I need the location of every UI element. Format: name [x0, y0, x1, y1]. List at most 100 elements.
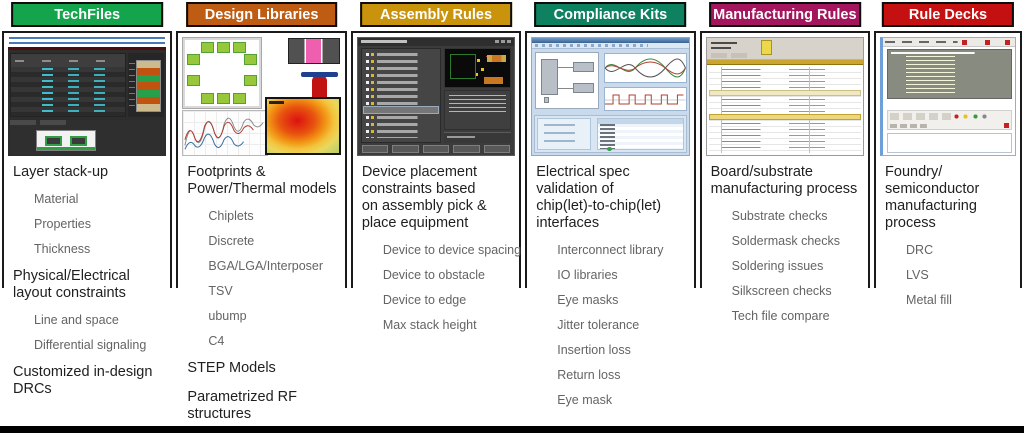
schematic-block: [558, 82, 594, 94]
section-item: ubump: [208, 309, 247, 323]
section-item: Thickness: [34, 242, 91, 256]
section-item: Device to obstacle: [382, 268, 485, 282]
section-item: Soldering issues: [731, 259, 824, 273]
results-panel: [534, 115, 687, 153]
section-item: Eye mask: [557, 393, 613, 407]
report-field: [443, 132, 512, 143]
section-title: Customized in-design DRCs: [13, 364, 153, 397]
section-row: [708, 90, 862, 96]
column-header-techfiles: TechFiles: [11, 2, 164, 27]
waveform-plot: [604, 87, 687, 111]
section-item: Differential signaling: [34, 338, 147, 352]
column-header-manufacturing-rules: Manufacturing Rules: [708, 2, 861, 27]
app-toolbar: [532, 38, 689, 43]
layer-stackup-tool-window: [8, 47, 167, 156]
column-assembly-rules: Assembly Rules: [349, 0, 523, 426]
cross-section-area: [10, 120, 165, 155]
bga-pad: [187, 54, 201, 65]
results-table: [596, 118, 684, 150]
section-item: LVS: [906, 268, 929, 282]
section-item: Return loss: [557, 368, 621, 382]
column-header-design-libraries: Design Libraries: [185, 2, 338, 27]
layer-stripe: [137, 103, 161, 111]
stackup-editor-body: [10, 53, 165, 117]
layer-stripe: [137, 61, 161, 69]
column-text: Device placement constraints based on as…: [362, 161, 522, 343]
section-title: Device placement constraints based on as…: [361, 164, 487, 231]
chip-stack-icon: [287, 38, 340, 64]
bga-pad: [201, 93, 215, 104]
dialog-button: [361, 145, 389, 153]
section-title: Board/substrate manufacturing process: [710, 164, 858, 197]
highlighted-row: [708, 114, 862, 120]
layer-stack-graphic: [136, 60, 162, 112]
column-compliance-kits: Compliance Kits: [523, 0, 697, 426]
stackup-preview-panel: [128, 53, 165, 117]
column-text: Electrical spec validation of chip(let)-…: [536, 161, 696, 418]
column-header-rule-decks: Rule Decks: [881, 2, 1015, 27]
button-toolbar: [887, 110, 1013, 130]
section-title: Electrical spec validation of chip(let)-…: [536, 164, 662, 231]
section-title: Foundry/ semiconductor manufacturing pro…: [885, 164, 980, 231]
section-item: IO libraries: [557, 268, 618, 282]
section-title: Layer stack-up: [13, 164, 109, 180]
section-item: Eye masks: [557, 293, 619, 307]
highlight-band: [706, 60, 864, 65]
dialog-button: [422, 145, 450, 153]
section-title: Parametrized RF structures: [187, 389, 297, 422]
layer-stripe: [137, 82, 161, 90]
schematic-canvas: [535, 52, 600, 109]
section-item: Device to edge: [382, 293, 467, 307]
dialog-button: [392, 145, 419, 153]
section-item: Metal fill: [906, 293, 952, 307]
bottom-divider-bar: [0, 426, 1024, 433]
techfiles-screenshot: [8, 37, 167, 156]
section-title: STEP Models: [187, 360, 276, 376]
column-techfiles: TechFiles: [0, 0, 174, 426]
menu-toolbar: [532, 43, 689, 49]
column-text: Layer stack-up Material Properties Thick…: [13, 161, 173, 400]
cross-section-preview: [36, 130, 96, 151]
section-item: Insertion loss: [557, 343, 631, 357]
section-item: Soldermask checks: [731, 234, 840, 248]
bga-pad: [187, 75, 201, 86]
dialog-body: [360, 48, 512, 143]
section-item: Material: [34, 192, 79, 206]
section-item: Line and space: [34, 313, 119, 327]
layer-stripe: [137, 89, 161, 97]
layer-stripe: [137, 75, 161, 83]
rf-curves-plot: [182, 110, 269, 156]
assembly-rules-dialog: [356, 37, 516, 156]
section-item: DRC: [906, 243, 934, 257]
rule-checkbox-tree: [360, 48, 441, 143]
dialog-titlebar: [357, 38, 515, 46]
settings-form: [537, 118, 592, 150]
section-item: TSV: [208, 284, 233, 298]
layer-stripe: [137, 96, 161, 104]
bga-pad: [233, 42, 247, 53]
column-text: Board/substrate manufacturing process Su…: [711, 161, 871, 334]
rule-preview-graphic: [443, 48, 512, 88]
bga-pad: [201, 42, 215, 53]
column-rule-decks: Rule Decks Foundry/ semiconductor manufa…: [872, 0, 1024, 426]
design-libraries-graphics: [182, 37, 341, 156]
manufacturing-rules-sheet: [705, 37, 865, 156]
thermal-map: [264, 97, 341, 155]
section-item: Substrate checks: [731, 209, 828, 223]
column-manufacturing-rules: Manufacturing Rules Board/substrate manu…: [698, 0, 872, 426]
status-dot: [607, 147, 613, 151]
dialog-button: [483, 145, 511, 153]
eye-diagram-plot: [604, 53, 687, 83]
dialog-buttons: [361, 145, 511, 153]
section-item: Properties: [34, 217, 91, 231]
section-item: Discrete: [208, 234, 255, 248]
editor-toolbar: [883, 38, 1016, 47]
selected-rule-row: [362, 105, 439, 114]
column-text: Footprints & Power/Thermal models Chiple…: [187, 161, 347, 425]
schematic-block: [541, 58, 558, 104]
rule-description: [443, 89, 512, 130]
dialog-button: [453, 145, 480, 153]
bga-pad: [217, 93, 231, 104]
